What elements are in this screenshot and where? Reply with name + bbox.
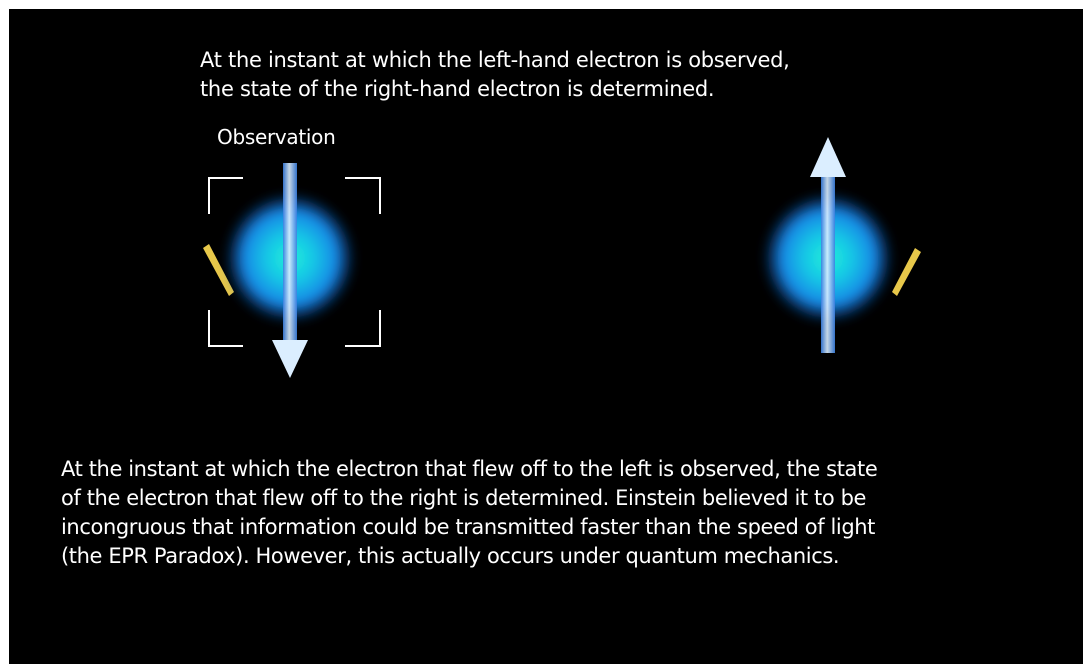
observation-frame [208, 177, 381, 347]
spin-arrow-shaft [283, 163, 297, 343]
caption-line: (the EPR Paradox). However, this actuall… [61, 544, 840, 568]
diagram-panel [9, 9, 1083, 664]
caption-line: incongruous that information could be tr… [61, 515, 876, 539]
left-electron [203, 163, 356, 378]
heading-line: At the instant at which the left-hand el… [200, 48, 790, 72]
caption-line: At the instant at which the electron tha… [61, 457, 878, 481]
spin-arrow-shaft [821, 175, 835, 353]
spin-indicator-icon [203, 244, 234, 296]
spin-down-arrow-icon [272, 340, 308, 378]
caption-line: of the electron that flew off to the rig… [61, 486, 867, 510]
spin-up-arrow-icon [810, 137, 846, 177]
diagram-caption: At the instant at which the electron tha… [61, 455, 1071, 571]
heading-line: the state of the right-hand electron is … [200, 77, 715, 101]
observation-label: Observation [217, 125, 336, 149]
right-electron [762, 137, 921, 353]
diagram-heading: At the instant at which the left-hand el… [200, 46, 960, 104]
spin-indicator-icon [892, 248, 921, 296]
